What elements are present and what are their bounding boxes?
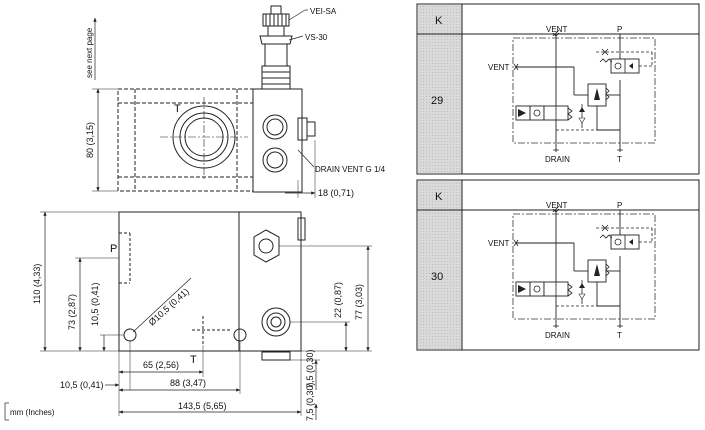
panel-header: K [435,15,443,27]
label-t: T [617,331,622,340]
dim-22: 22 (0,87) [333,282,343,318]
label-vent-top: VENT [546,25,567,34]
fitting-lower [262,147,288,173]
panel-column [418,5,462,173]
dim-7-5-lower: 7,5 (0,30) [305,382,315,421]
dim-18: 18 (0,71) [318,188,354,198]
dim-143-5: 143,5 (5,65) [178,401,227,411]
fitting-upper [262,114,288,140]
label-vent-left: VENT [488,239,509,248]
label-drain: DRAIN [545,331,570,340]
body-outline-front [118,211,240,352]
label-vei-sa: VEI-SA [310,7,337,16]
schematic-panel-29: K 29 VENT P VENT DRAIN T [416,3,700,175]
dim-7-5-upper: 7,5 (0,30) [305,349,315,388]
label-t: T [617,155,622,164]
valve-block-top [252,88,303,193]
label-vent-top: VENT [546,201,567,210]
label-p: P [617,201,622,210]
panel-frame [416,3,700,175]
panel-code: 30 [431,271,443,283]
label-drain-vent: DRAIN VENT G 1/4 [315,165,386,174]
hex-fitting [253,229,280,263]
label-vent-left: VENT [488,63,509,72]
label-units: mm (Inches) [10,408,55,417]
dim-73: 73 (2,87) [67,294,77,330]
dim-10-5-vertical: 10,5 (0,41) [90,282,100,326]
label-drain: DRAIN [545,155,570,164]
dim-65: 65 (2,56) [143,360,179,370]
panel-frame [416,179,700,351]
label-p-port: P [110,243,117,255]
schematic-panel-30: K 30 VENT P VENT DRAIN T [416,179,700,351]
panel-header: K [435,191,443,203]
panel-code: 29 [431,95,443,107]
port-fitting-front [261,307,291,337]
knob-vei [262,13,290,27]
mount-hole-right [233,328,247,342]
units-note [4,402,9,421]
label-tank-bottom: T [190,354,197,366]
panel-column [418,181,462,349]
valve-block-front [238,211,302,352]
dim-diameter: Ø10,5 (0,41) [147,286,191,327]
label-p: P [617,25,622,34]
label-vs-30: VS-30 [305,33,328,42]
front-view [40,211,372,420]
dim-77: 77 (3,03) [354,284,364,320]
label-tank-top: T [174,103,181,115]
top-view [92,5,316,198]
dim-88: 88 (3,47) [170,378,206,388]
dim-110: 110 (4,33) [32,264,42,304]
dim-10-5-horizontal: 10,5 (0,41) [60,380,104,390]
dim-80: 80 (3,15) [85,122,95,158]
label-see-next-page: see next page [85,27,94,78]
